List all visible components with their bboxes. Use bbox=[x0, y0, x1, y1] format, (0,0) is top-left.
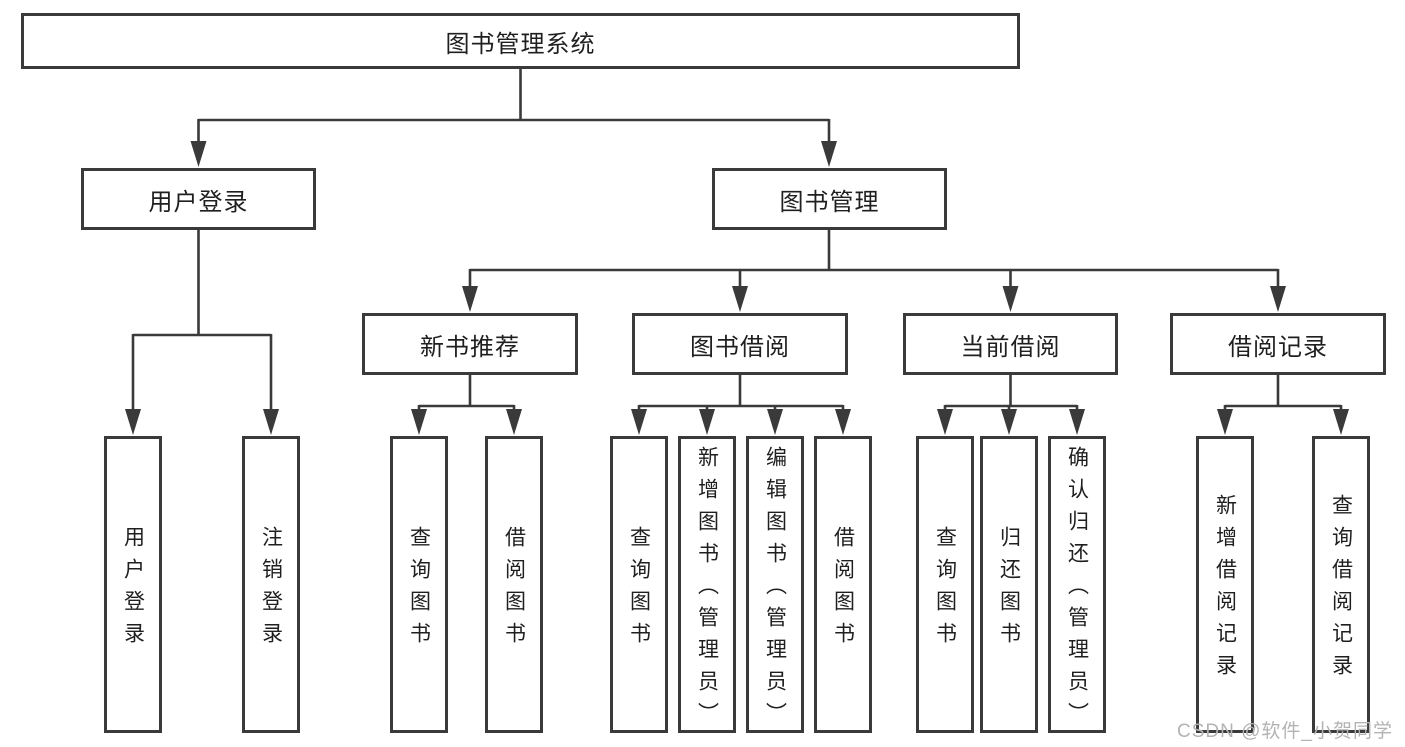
node-leaf-confirm-return-admin: 确认归还（管理员） bbox=[1048, 436, 1106, 734]
arrowhead-icon bbox=[506, 409, 522, 435]
node-label: 注销登录 bbox=[259, 526, 283, 654]
watermark: CSDN @软件_小贺同学 bbox=[1177, 721, 1393, 742]
node-leaf-rec-query-books: 查询图书 bbox=[390, 436, 448, 733]
node-borrow-records: 借阅记录 bbox=[1170, 313, 1386, 375]
node-leaf-current-query-books: 查询图书 bbox=[916, 436, 974, 733]
node-book-borrow: 图书借阅 bbox=[632, 313, 848, 375]
edge-root-to-level2 bbox=[190, 69, 837, 167]
edge-book-borrow-to-leaves bbox=[631, 375, 851, 435]
node-label: 图书管理系统 bbox=[445, 30, 596, 58]
node-user-login: 用户登录 bbox=[81, 168, 316, 230]
node-label: 借阅记录 bbox=[1228, 333, 1328, 361]
node-label: 新增借阅记录 bbox=[1213, 494, 1237, 686]
arrowhead-icon bbox=[125, 409, 141, 435]
node-label: 新书推荐 bbox=[420, 333, 520, 361]
arrowhead-icon bbox=[631, 409, 647, 435]
arrowhead-icon bbox=[1333, 409, 1349, 435]
node-label: 借阅图书 bbox=[502, 526, 526, 654]
edge-new-book-rec-to-leaves bbox=[411, 375, 522, 435]
node-leaf-add-borrow-record: 新增借阅记录 bbox=[1196, 436, 1254, 733]
node-label: 查询借阅记录 bbox=[1329, 494, 1353, 686]
arrowhead-icon bbox=[835, 409, 851, 435]
node-leaf-borrow-books: 借阅图书 bbox=[814, 436, 872, 733]
node-label: 查询图书 bbox=[407, 526, 431, 654]
node-label: 查询图书 bbox=[627, 526, 651, 654]
node-label: 图书管理 bbox=[779, 188, 880, 216]
edge-book-mgmt-to-level3 bbox=[462, 230, 1286, 312]
node-label: 用户登录 bbox=[121, 526, 145, 654]
node-leaf-logout: 注销登录 bbox=[242, 436, 300, 733]
node-leaf-query-borrow-record: 查询借阅记录 bbox=[1312, 436, 1370, 733]
node-current-borrow: 当前借阅 bbox=[903, 313, 1118, 375]
edge-current-borrow-to-leaves bbox=[937, 375, 1085, 435]
arrowhead-icon bbox=[699, 409, 715, 435]
node-leaf-edit-books-admin: 编辑图书（管理员） bbox=[746, 436, 804, 734]
arrowhead-icon bbox=[937, 409, 953, 435]
arrowhead-icon bbox=[1217, 409, 1233, 435]
arrowhead-icon bbox=[821, 141, 837, 167]
node-label: 借阅图书 bbox=[831, 526, 855, 654]
node-leaf-rec-borrow-books: 借阅图书 bbox=[485, 436, 543, 733]
arrowhead-icon bbox=[767, 409, 783, 435]
node-label: 当前借阅 bbox=[960, 333, 1061, 361]
arrowhead-icon bbox=[411, 409, 427, 435]
arrowhead-icon bbox=[462, 286, 478, 312]
arrowhead-icon bbox=[1001, 409, 1017, 435]
arrowhead-icon bbox=[732, 286, 748, 312]
arrowhead-icon bbox=[190, 141, 207, 167]
arrowhead-icon bbox=[263, 409, 279, 435]
node-label: 归还图书 bbox=[997, 526, 1021, 654]
node-label: 编辑图书（管理员） bbox=[763, 446, 787, 734]
node-new-book-rec: 新书推荐 bbox=[362, 313, 578, 375]
node-root: 图书管理系统 bbox=[21, 13, 1020, 69]
node-leaf-return-books: 归还图书 bbox=[980, 436, 1038, 733]
node-label: 确认归还（管理员） bbox=[1065, 446, 1089, 734]
edge-borrow-records-to-leaves bbox=[1217, 375, 1349, 435]
node-leaf-add-books-admin: 新增图书（管理员） bbox=[678, 436, 736, 734]
edge-user-login-to-leaves bbox=[125, 230, 279, 435]
node-label: 查询图书 bbox=[933, 526, 957, 654]
node-book-mgmt: 图书管理 bbox=[712, 168, 947, 230]
arrowhead-icon bbox=[1270, 286, 1286, 312]
arrowhead-icon bbox=[1069, 409, 1085, 435]
node-label: 用户登录 bbox=[148, 188, 249, 216]
node-leaf-borrow-query-books: 查询图书 bbox=[610, 436, 668, 733]
node-label: 图书借阅 bbox=[690, 333, 790, 361]
arrowhead-icon bbox=[1002, 286, 1019, 312]
node-leaf-user-login: 用户登录 bbox=[104, 436, 162, 733]
node-label: 新增图书（管理员） bbox=[695, 446, 719, 734]
